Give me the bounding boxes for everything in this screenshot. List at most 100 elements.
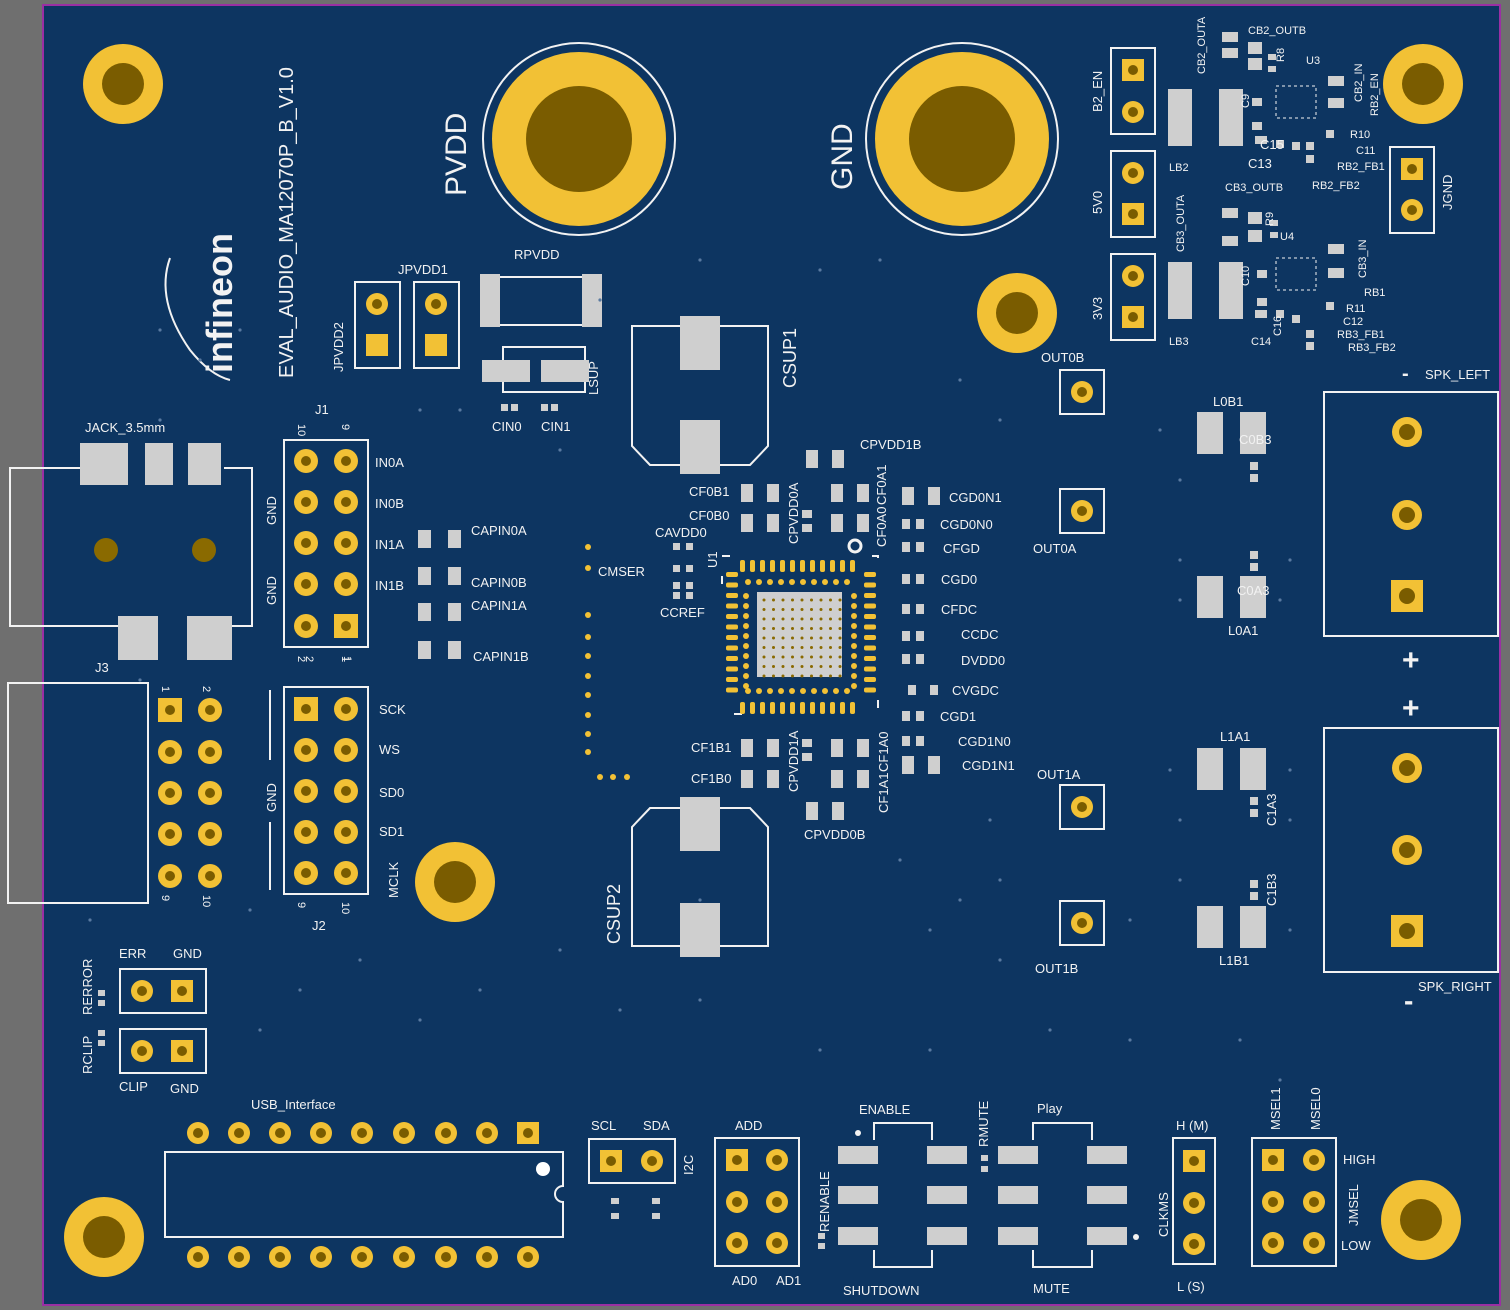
ic-pin bbox=[800, 702, 805, 714]
gnd-terminal[interactable] bbox=[865, 42, 1059, 236]
cf0a1-label: CF0A1 bbox=[874, 465, 889, 505]
j1-outline bbox=[283, 439, 369, 648]
via bbox=[698, 898, 702, 902]
ic-pin bbox=[864, 677, 876, 682]
enable-label: ENABLE bbox=[859, 1102, 911, 1117]
via bbox=[1278, 598, 1282, 602]
ic-pin bbox=[864, 687, 876, 693]
cavdd0-label: CAVDD0 bbox=[655, 525, 707, 540]
cf1b0-label: CF1B0 bbox=[691, 771, 731, 786]
thermal-via bbox=[838, 617, 842, 621]
ic-pin bbox=[840, 560, 845, 572]
thermal-via bbox=[810, 617, 813, 621]
ic-via bbox=[822, 579, 828, 585]
via bbox=[1178, 478, 1182, 482]
jpvdd2-pin1[interactable] bbox=[366, 334, 388, 356]
msel1-label: MSEL1 bbox=[1268, 1087, 1283, 1130]
ic-pin bbox=[864, 645, 876, 651]
ic-via bbox=[851, 663, 857, 669]
regulator-components bbox=[1168, 32, 1344, 350]
j1-pin9-label: 9 bbox=[339, 424, 351, 430]
ic-pin bbox=[864, 666, 876, 672]
output-test-points[interactable] bbox=[1059, 369, 1105, 946]
ic-via bbox=[851, 683, 857, 689]
via bbox=[138, 678, 142, 682]
j1-pin2-label: 2 bbox=[295, 656, 307, 662]
via bbox=[598, 298, 602, 302]
usb-interface-pins[interactable] bbox=[187, 1122, 539, 1268]
via bbox=[458, 408, 462, 412]
ad0-label: AD0 bbox=[732, 1273, 757, 1288]
clip-gnd-label: GND bbox=[170, 1081, 199, 1096]
err-header[interactable] bbox=[119, 968, 207, 1014]
ic-via bbox=[745, 688, 751, 694]
5v0-header[interactable] bbox=[1110, 150, 1156, 238]
i2c-header[interactable] bbox=[588, 1138, 676, 1184]
j2-pins[interactable] bbox=[294, 697, 358, 885]
thermal-via bbox=[838, 655, 842, 659]
thermal-via bbox=[810, 608, 813, 611]
r10-label: R10 bbox=[1350, 129, 1370, 141]
via bbox=[1288, 558, 1292, 562]
3v3-header[interactable] bbox=[1110, 253, 1156, 341]
cb3-in-label: CB3_IN bbox=[1357, 239, 1369, 278]
j2-sd0-label: SD0 bbox=[379, 785, 404, 800]
thermal-via bbox=[791, 646, 794, 649]
thermal-via bbox=[791, 598, 794, 602]
thermal-via bbox=[772, 598, 775, 602]
thermal-via bbox=[791, 636, 794, 640]
thermal-via bbox=[781, 627, 785, 630]
jpvdd1-pin1[interactable] bbox=[425, 334, 447, 356]
c9-label: C9 bbox=[1240, 94, 1252, 108]
thermal-via bbox=[762, 598, 766, 602]
cgd1-label: CGD1 bbox=[940, 709, 976, 724]
play-mute-switch[interactable] bbox=[998, 1146, 1127, 1245]
clkms-header[interactable] bbox=[1172, 1137, 1216, 1265]
j3-outline bbox=[7, 682, 149, 904]
cb3-outa-label: CB3_OUTA bbox=[1175, 194, 1187, 252]
cf1b1-label: CF1B1 bbox=[691, 740, 731, 755]
u4-label: U4 bbox=[1280, 231, 1294, 243]
thermal-via bbox=[772, 627, 775, 630]
spk-right-plus: + bbox=[1402, 692, 1420, 725]
spk-right-terminal[interactable] bbox=[1323, 727, 1499, 973]
l1a1-label: L1A1 bbox=[1220, 729, 1250, 744]
jmsel-header[interactable] bbox=[1251, 1137, 1337, 1267]
ic-pin bbox=[790, 560, 795, 572]
jgnd-label: JGND bbox=[1440, 175, 1455, 210]
ic-pin bbox=[850, 560, 855, 572]
ic-pin bbox=[780, 560, 785, 572]
thermal-via bbox=[781, 646, 785, 649]
thermal-via bbox=[810, 665, 813, 668]
add-header[interactable] bbox=[714, 1137, 800, 1267]
c1a3-label: C1A3 bbox=[1264, 793, 1279, 826]
ic-via bbox=[789, 579, 795, 585]
pvdd-terminal[interactable] bbox=[482, 42, 676, 236]
enable-shutdown-switch[interactable] bbox=[838, 1146, 967, 1245]
l0a1-label: L0A1 bbox=[1228, 623, 1258, 638]
thermal-via bbox=[772, 655, 775, 659]
via bbox=[898, 858, 902, 862]
capin1a-label: CAPIN1A bbox=[471, 598, 527, 613]
thermal-via bbox=[810, 627, 813, 630]
thermal-via bbox=[819, 665, 823, 668]
thermal-via bbox=[772, 636, 775, 640]
r11-label: R11 bbox=[1346, 303, 1365, 315]
rpvdd-label: RPVDD bbox=[514, 247, 560, 262]
via bbox=[818, 1048, 822, 1052]
ad1-label: AD1 bbox=[776, 1273, 801, 1288]
j3-pins[interactable] bbox=[158, 698, 222, 888]
rb1-label: RB1 bbox=[1364, 287, 1385, 299]
thermal-via bbox=[791, 674, 794, 678]
spk-left-terminal[interactable] bbox=[1323, 391, 1499, 637]
j1-pins[interactable] bbox=[294, 449, 358, 638]
clip-header[interactable] bbox=[119, 1028, 207, 1074]
b2-en-header[interactable] bbox=[1110, 47, 1156, 135]
thermal-via bbox=[800, 655, 804, 659]
ic-via bbox=[789, 688, 795, 694]
clip-label: CLIP bbox=[119, 1079, 148, 1094]
jgnd-header[interactable] bbox=[1389, 146, 1435, 234]
via bbox=[618, 1008, 622, 1012]
via bbox=[1048, 1028, 1052, 1032]
ic-pin bbox=[810, 702, 815, 714]
